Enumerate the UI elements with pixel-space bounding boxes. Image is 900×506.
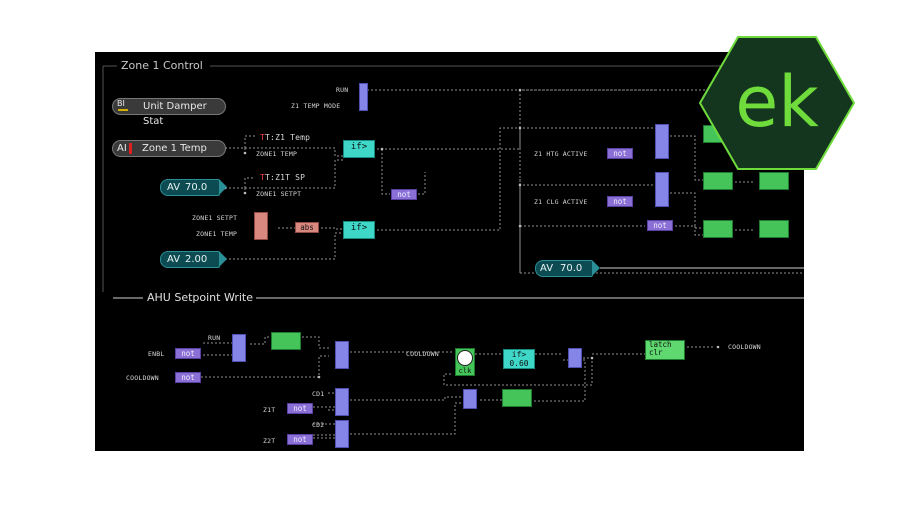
section-title-zone: Zone 1 Control	[118, 59, 206, 72]
and-gate-htg[interactable]	[655, 124, 669, 159]
av-setpoint-point[interactable]: AV 70.0	[160, 179, 227, 196]
tag-run: RUN	[336, 86, 349, 94]
and-gate-cd1[interactable]	[335, 388, 349, 416]
logo-text: ek	[735, 61, 819, 143]
logic-canvas[interactable]: Zone 1 Control AHU Setpoint Write BI Uni…	[95, 52, 804, 451]
status-indicator	[118, 109, 128, 111]
if-greater-block[interactable]: if>	[343, 140, 375, 158]
tag-cooldown-mid: COOLDOWN	[406, 350, 439, 358]
tag-cd2: CD2	[312, 421, 325, 429]
not-block-clg[interactable]: not	[607, 196, 633, 207]
tag-z2t: Z2T	[263, 437, 276, 445]
or-gate-cd[interactable]	[463, 389, 477, 409]
and-gate-clg[interactable]	[655, 172, 669, 207]
tag-t-z1t-sp: TT:Z1T SP	[260, 173, 306, 182]
not-block-htg[interactable]: not	[607, 148, 633, 159]
and-gate-cd2[interactable]	[335, 420, 349, 448]
tag-cd1: CD1	[312, 390, 325, 398]
section-title-ahu: AHU Setpoint Write	[144, 291, 256, 304]
not-block-3[interactable]: not	[647, 220, 673, 231]
tag-zone1-setpt-2: ZONE1 SETPT	[192, 214, 238, 222]
clock-block[interactable]: clk	[455, 348, 475, 376]
and-gate-run[interactable]	[232, 334, 246, 362]
tag-z1-htg-active: Z1 HTG ACTIVE	[534, 150, 588, 158]
tag-z1-clg-active: Z1 CLG ACTIVE	[534, 198, 588, 206]
ek-logo: ek	[698, 36, 856, 170]
abs-block[interactable]: abs	[295, 222, 319, 233]
timer-block-4[interactable]	[703, 220, 733, 238]
tag-zone1-setpt: ZONE1 SETPT	[256, 190, 302, 198]
not-block-z2t[interactable]: not	[287, 434, 313, 445]
av-deadband-point[interactable]: AV 2.00	[160, 251, 227, 268]
tag-cooldown-out: COOLDOWN	[728, 343, 761, 351]
or-gate-ahu[interactable]	[568, 348, 582, 368]
level-bar	[129, 143, 132, 154]
and-gate-ahu[interactable]	[335, 341, 349, 369]
tag-run-2: RUN	[208, 334, 221, 342]
bi-damper-point[interactable]: BI Unit Damper Stat	[112, 98, 226, 127]
tag-zone1-temp-2: ZONE1 TEMP	[196, 230, 238, 238]
point-name: Unit Damper Stat	[143, 101, 207, 127]
timer-block-ahu[interactable]	[271, 332, 301, 350]
tag-zone1-temp: ZONE1 TEMP	[256, 150, 298, 158]
clock-icon	[457, 350, 473, 366]
not-block[interactable]: not	[391, 189, 417, 200]
tag-cooldown-in: COOLDOWN	[126, 374, 159, 382]
av-right-point[interactable]: AV 70.0	[535, 260, 600, 277]
tag-t-z1-temp: TT:Z1 Temp	[260, 133, 311, 142]
if-greater-block-2[interactable]: if>	[343, 221, 375, 239]
tag-enbl: ENBL	[148, 350, 165, 358]
timer-block-3[interactable]	[759, 172, 789, 190]
if-greater-block-ahu[interactable]: if>0.60	[503, 349, 535, 369]
timer-block-2[interactable]	[703, 172, 733, 190]
timer-block-cd[interactable]	[502, 389, 532, 407]
timer-block-5[interactable]	[759, 220, 789, 238]
not-block-enbl[interactable]: not	[175, 348, 201, 359]
not-block-cooldown[interactable]: not	[175, 372, 201, 383]
subtract-block[interactable]	[254, 212, 268, 240]
tag-z1t: Z1T	[263, 406, 276, 414]
tag-z1-temp-mode: Z1 TEMP MODE	[291, 102, 341, 110]
and-gate[interactable]	[359, 83, 368, 111]
point-name: Zone 1 Temp	[142, 143, 207, 154]
not-block-z1t[interactable]: not	[287, 403, 313, 414]
ai-zone-temp-point[interactable]: AI Zone 1 Temp	[112, 140, 226, 157]
